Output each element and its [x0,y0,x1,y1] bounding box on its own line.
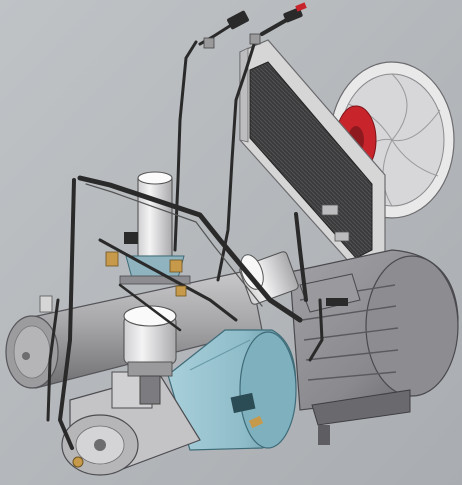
compressor-block-icon [61,371,201,476]
electric-motor-icon [289,249,459,445]
fittings-icon [39,2,348,429]
hose-assembly-icon [46,16,324,450]
oil-filter-icon [123,305,177,405]
air-filter-canister-icon [239,251,299,305]
